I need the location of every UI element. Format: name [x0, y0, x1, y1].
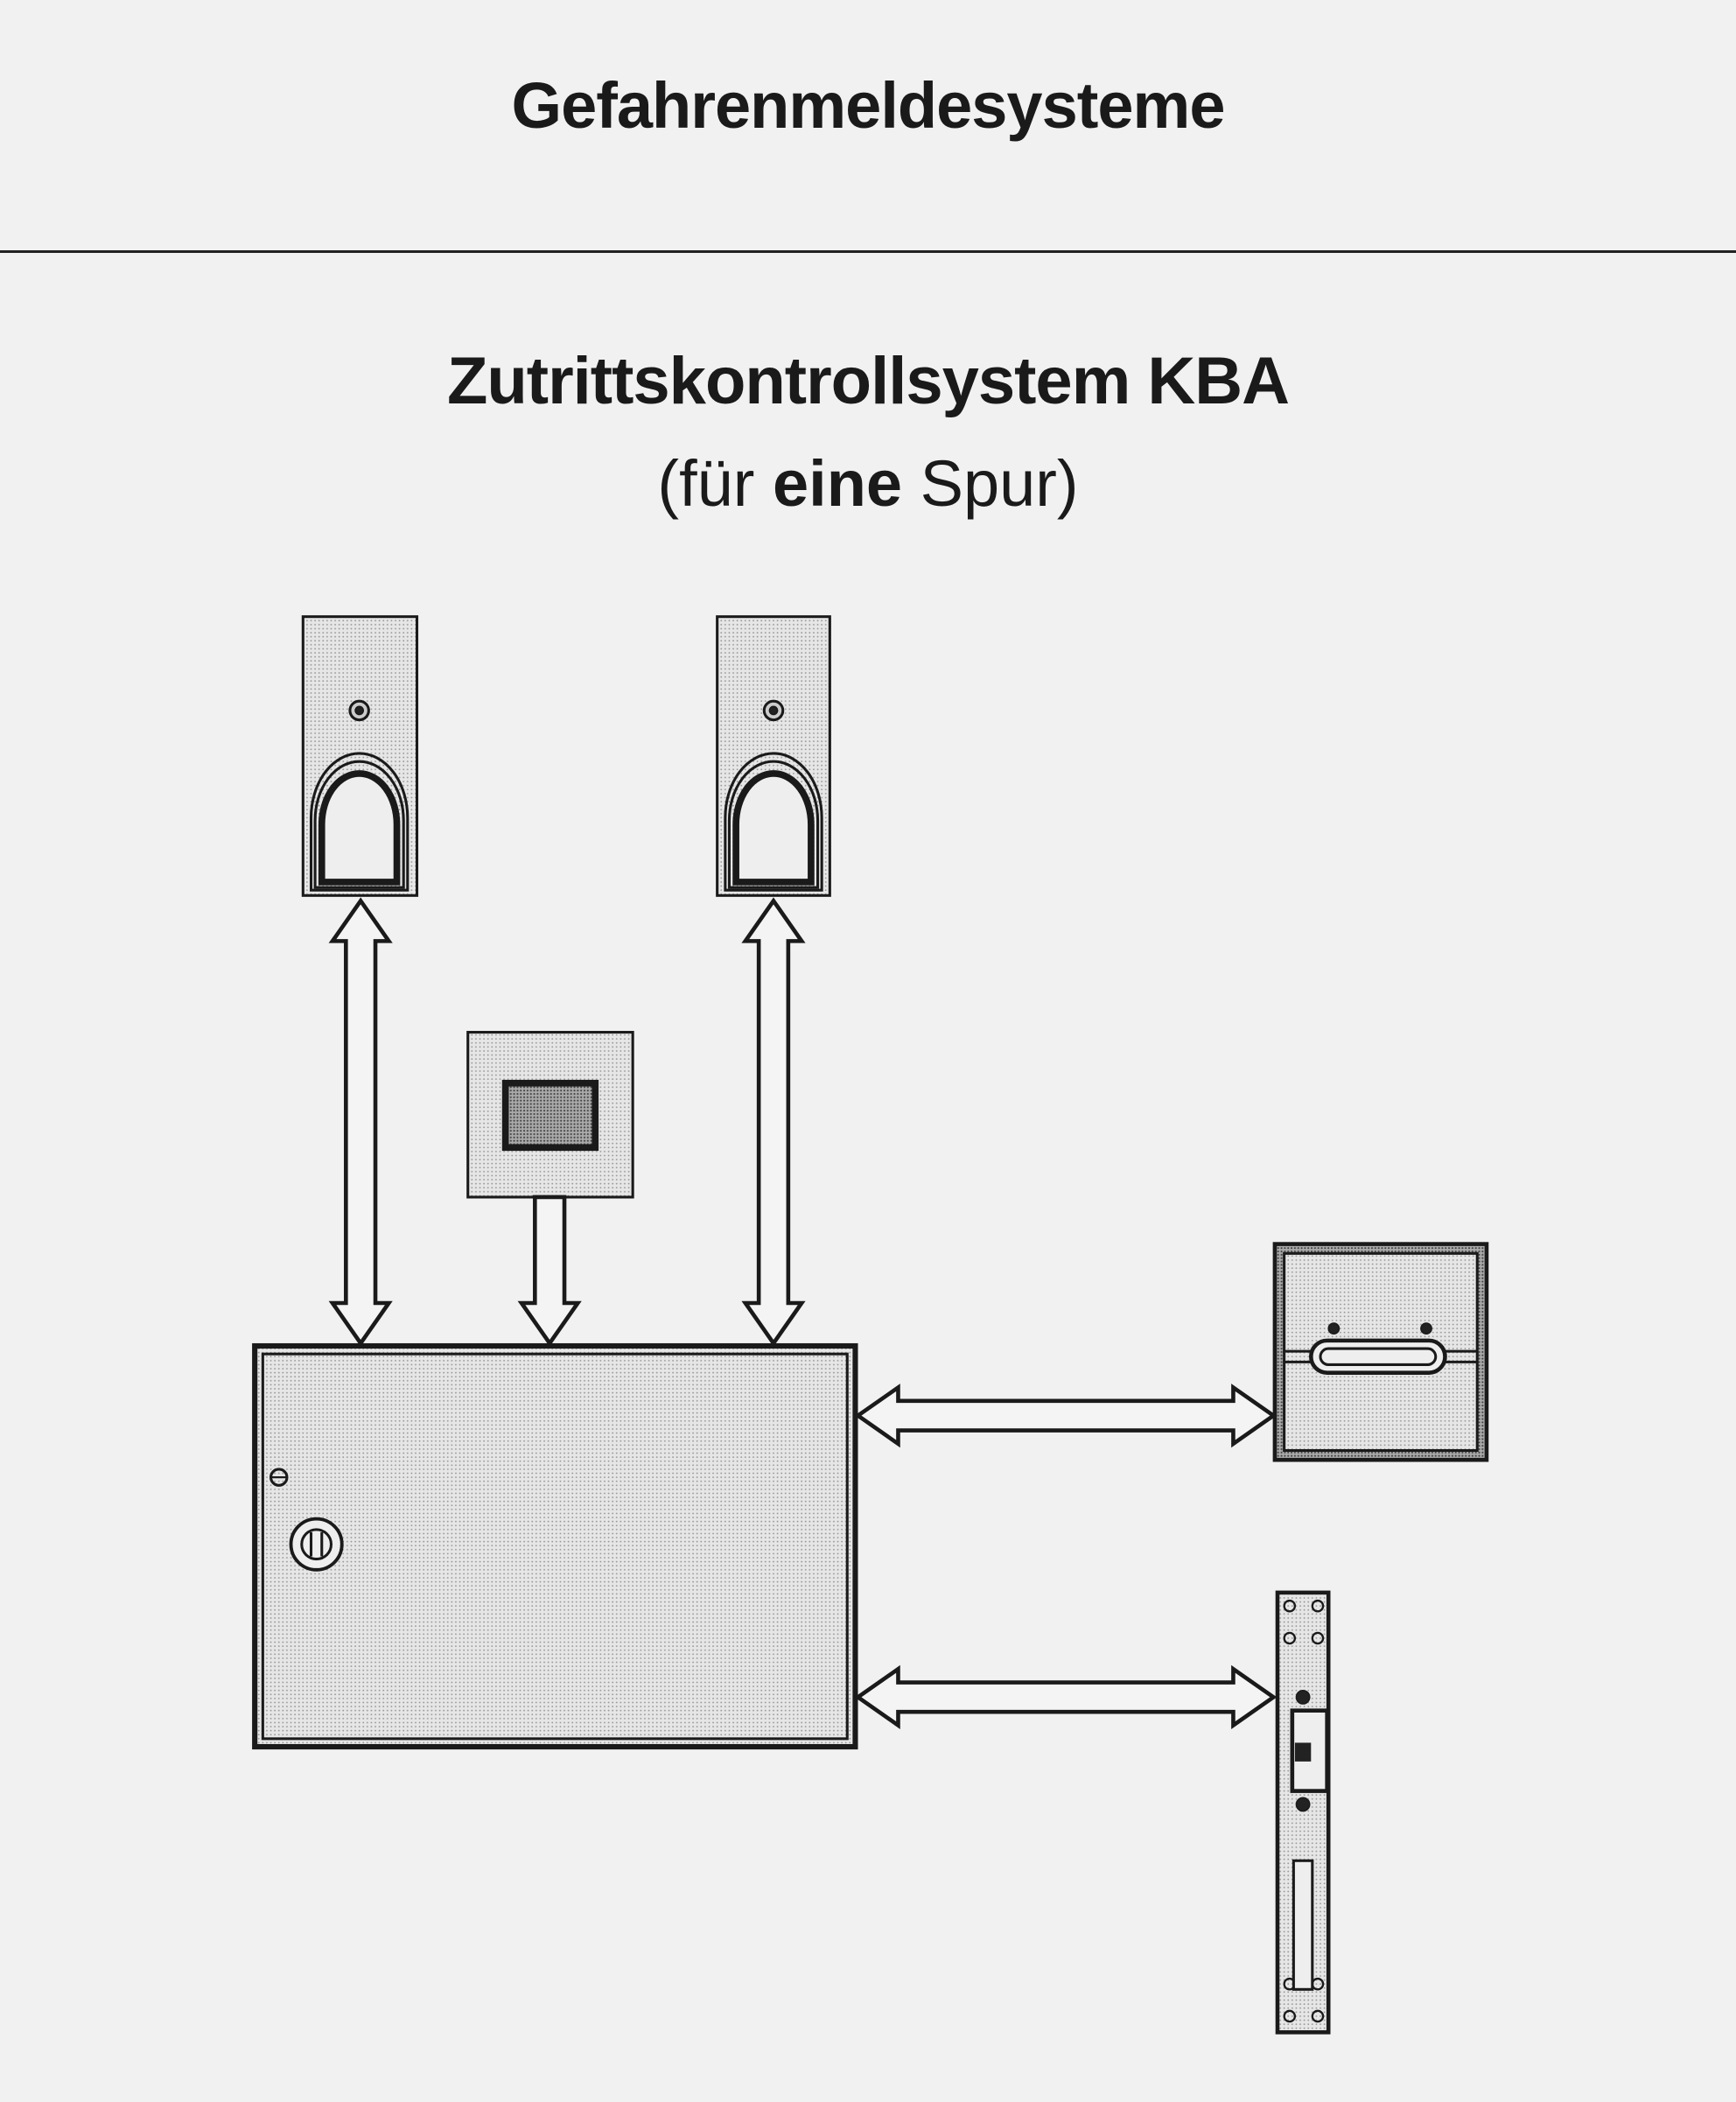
control-unit: [252, 1342, 858, 1750]
header-divider: [0, 250, 1736, 253]
arrow-right-reader-control: [741, 897, 806, 1347]
door-strike: [1275, 1590, 1331, 2035]
magnetic-contact: [1272, 1242, 1489, 1462]
arrow-control-door-strike: [854, 1664, 1278, 1729]
arrow-keypad-control: [517, 1195, 582, 1347]
card-reader-left: [301, 615, 419, 897]
diagram-subtitle: (für eine Spur): [0, 446, 1736, 521]
page-title: Gefahrenmeldesysteme: [511, 69, 1226, 142]
arrow-control-magnetic-contact: [854, 1384, 1278, 1448]
subtitle-part: Spur): [902, 447, 1079, 520]
diagram-heading: Zutrittskontrollsystem KBA: [446, 344, 1290, 418]
subtitle-bold: eine: [772, 447, 903, 520]
keypad: [466, 1031, 634, 1199]
arrow-left-reader-control: [328, 897, 393, 1347]
card-reader-right: [716, 615, 831, 897]
subtitle-part: (für: [657, 447, 773, 520]
